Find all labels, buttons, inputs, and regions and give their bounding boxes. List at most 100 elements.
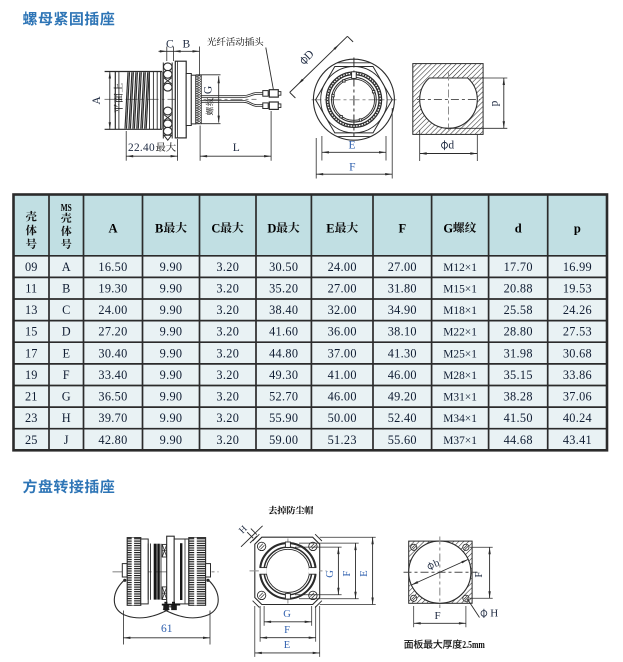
svg-text:30.68: 30.68	[563, 346, 592, 360]
svg-text:G: G	[325, 570, 336, 578]
svg-text:33.40: 33.40	[98, 368, 127, 382]
svg-text:46.00: 46.00	[328, 390, 357, 404]
svg-text:24.00: 24.00	[98, 303, 127, 317]
svg-text:9.90: 9.90	[160, 282, 183, 296]
svg-text:F: F	[434, 610, 440, 622]
svg-text:41.60: 41.60	[269, 325, 298, 339]
svg-text:17: 17	[25, 346, 37, 360]
svg-text:31.98: 31.98	[504, 346, 533, 360]
svg-text:28.80: 28.80	[504, 325, 533, 339]
svg-text:20.88: 20.88	[504, 282, 533, 296]
svg-text:16.99: 16.99	[563, 260, 592, 274]
svg-text:C: C	[166, 38, 174, 50]
svg-text:F: F	[473, 571, 485, 577]
svg-text:M25×1: M25×1	[443, 348, 477, 360]
svg-text:31.80: 31.80	[388, 282, 417, 296]
svg-text:38.28: 38.28	[504, 390, 533, 404]
svg-text:M28×1: M28×1	[443, 370, 477, 382]
svg-text:H: H	[490, 608, 498, 620]
svg-text:F: F	[63, 368, 70, 382]
svg-text:27.20: 27.20	[98, 325, 127, 339]
svg-text:38.10: 38.10	[388, 325, 417, 339]
svg-text:J: J	[64, 433, 69, 447]
svg-text:D: D	[267, 221, 276, 235]
svg-text:9.90: 9.90	[160, 303, 183, 317]
svg-text:A: A	[91, 96, 103, 105]
svg-text:G: G	[443, 221, 453, 235]
svg-text:3.20: 3.20	[216, 390, 239, 404]
svg-text:27.00: 27.00	[328, 282, 357, 296]
svg-text:3.20: 3.20	[216, 346, 239, 360]
svg-text:55.60: 55.60	[388, 433, 417, 447]
svg-text:36.00: 36.00	[328, 325, 357, 339]
svg-text:3.20: 3.20	[216, 260, 239, 274]
svg-text:49.30: 49.30	[269, 368, 298, 382]
svg-text:41.50: 41.50	[504, 411, 533, 425]
svg-text:H: H	[238, 524, 250, 536]
svg-text:G: G	[62, 390, 71, 404]
svg-text:M31×1: M31×1	[443, 392, 477, 404]
svg-text:41.00: 41.00	[328, 368, 357, 382]
svg-text:B: B	[62, 282, 70, 296]
svg-text:E: E	[326, 221, 334, 235]
svg-text:F: F	[284, 625, 290, 636]
svg-text:MS: MS	[61, 203, 72, 214]
svg-text:C: C	[62, 303, 70, 317]
svg-text:M18×1: M18×1	[443, 305, 477, 317]
svg-text:D: D	[62, 325, 71, 339]
svg-text:E: E	[284, 640, 290, 651]
svg-text:9.90: 9.90	[160, 433, 183, 447]
svg-text:37.06: 37.06	[563, 390, 592, 404]
svg-text:24.26: 24.26	[563, 303, 592, 317]
svg-text:9.90: 9.90	[160, 390, 183, 404]
svg-text:9.90: 9.90	[160, 325, 183, 339]
svg-text:51.23: 51.23	[328, 433, 357, 447]
svg-text:36.50: 36.50	[98, 390, 127, 404]
svg-text:35.20: 35.20	[269, 282, 298, 296]
svg-text:3.20: 3.20	[216, 282, 239, 296]
svg-text:E: E	[359, 570, 370, 576]
svg-text:52.40: 52.40	[388, 411, 417, 425]
svg-text:F: F	[398, 221, 406, 235]
svg-text:30.50: 30.50	[269, 260, 298, 274]
svg-text:M15×1: M15×1	[443, 284, 477, 296]
svg-text:09: 09	[25, 260, 37, 274]
svg-text:41.30: 41.30	[388, 346, 417, 360]
svg-text:44.80: 44.80	[269, 346, 298, 360]
svg-text:43.41: 43.41	[563, 433, 592, 447]
svg-text:23: 23	[25, 411, 37, 425]
svg-text:d: d	[515, 221, 522, 235]
svg-text:50.00: 50.00	[328, 411, 357, 425]
svg-text:34.90: 34.90	[388, 303, 417, 317]
svg-text:3.20: 3.20	[216, 368, 239, 382]
svg-text:16.50: 16.50	[98, 260, 127, 274]
svg-text:3.20: 3.20	[216, 411, 239, 425]
svg-text:b: b	[432, 558, 441, 570]
svg-text:30.40: 30.40	[98, 346, 127, 360]
svg-text:39.70: 39.70	[98, 411, 127, 425]
svg-text:M22×1: M22×1	[443, 327, 477, 339]
svg-text:33.86: 33.86	[563, 368, 592, 382]
svg-text:B: B	[182, 38, 190, 50]
svg-text:G: G	[283, 609, 291, 620]
svg-text:37.00: 37.00	[328, 346, 357, 360]
svg-text:A: A	[62, 260, 71, 274]
svg-text:21: 21	[25, 390, 37, 404]
svg-text:42.80: 42.80	[98, 433, 127, 447]
svg-text:19.53: 19.53	[563, 282, 592, 296]
svg-text:38.40: 38.40	[269, 303, 298, 317]
svg-text:24.00: 24.00	[328, 260, 357, 274]
svg-text:52.70: 52.70	[269, 390, 298, 404]
svg-text:G: G	[203, 86, 215, 94]
svg-text:3.20: 3.20	[216, 325, 239, 339]
svg-text:22.40: 22.40	[128, 142, 155, 154]
svg-text:25: 25	[25, 433, 37, 447]
svg-text:B: B	[155, 221, 163, 235]
svg-text:46.00: 46.00	[388, 368, 417, 382]
svg-text:32.00: 32.00	[328, 303, 357, 317]
svg-text:3.20: 3.20	[216, 303, 239, 317]
svg-text:49.20: 49.20	[388, 390, 417, 404]
svg-text:9.90: 9.90	[160, 260, 183, 274]
svg-text:9.90: 9.90	[160, 346, 183, 360]
svg-text:9.90: 9.90	[160, 411, 183, 425]
